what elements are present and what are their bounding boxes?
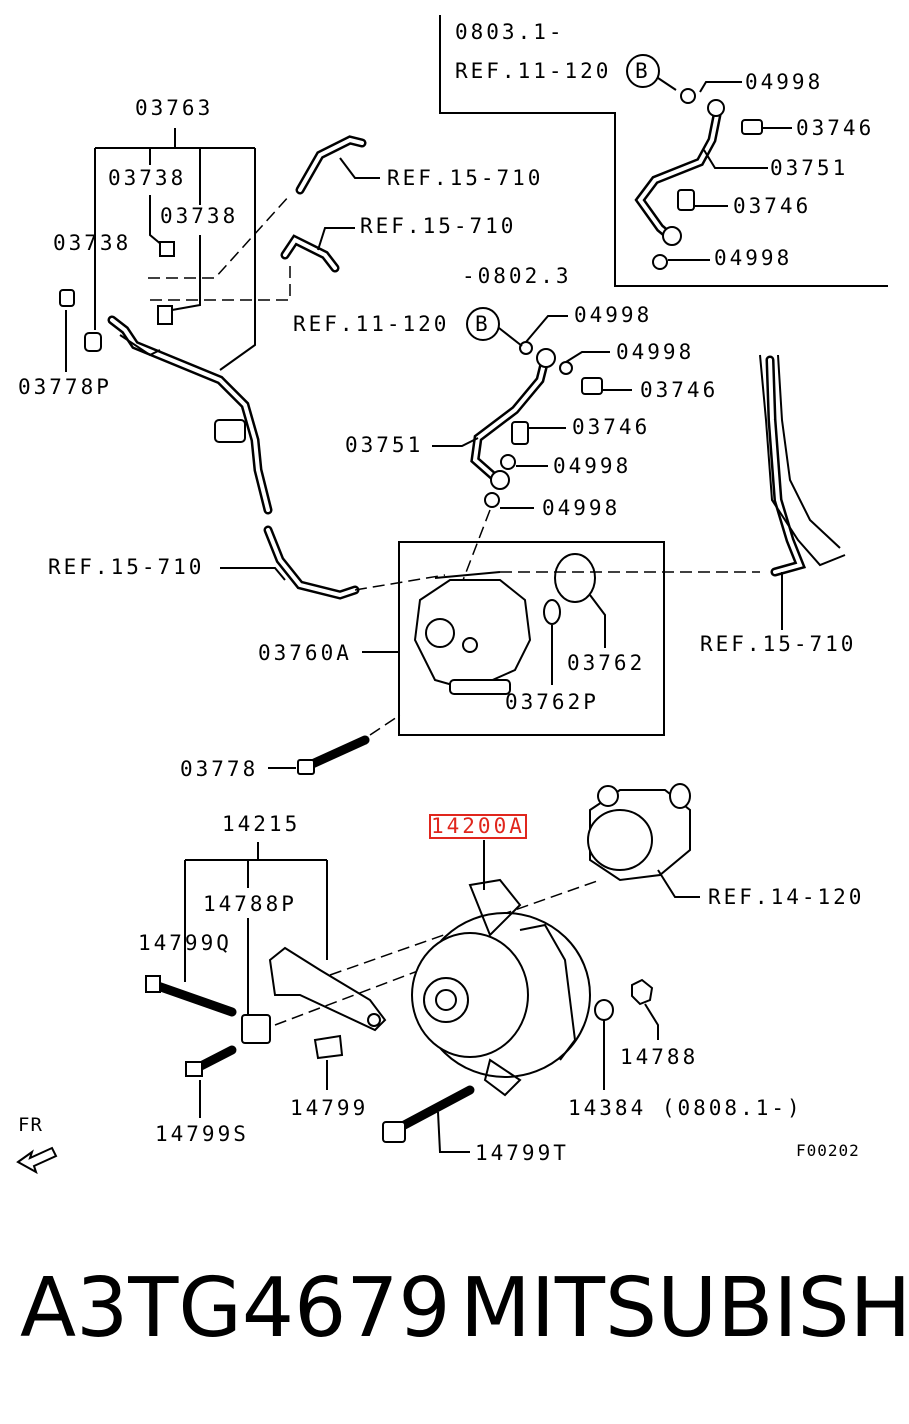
bolt-03738-b (157, 305, 173, 325)
label-ref-15-710-d: REF.15-710 (700, 632, 857, 656)
parts-diagram (16, 15, 888, 1175)
o-ring-03762p (543, 599, 561, 625)
label-14215: 14215 (222, 812, 301, 836)
bolt-14799t (390, 1085, 475, 1135)
circle-b-main-label: B (475, 312, 488, 336)
label-03751-b: 03751 (345, 433, 424, 457)
part-number: A3TG4679 (20, 1261, 451, 1356)
washer-04998-c (519, 341, 533, 355)
bolt-03746-c (581, 377, 603, 395)
label-04998-c: 04998 (574, 303, 653, 327)
label-03738-b: 03738 (160, 204, 239, 228)
circle-b-inset (626, 54, 660, 88)
label-14200a-highlighted: 14200A (429, 814, 527, 839)
label-03763: 03763 (135, 96, 214, 120)
bolt-03738-c (84, 332, 102, 352)
label-03778p: 03778P (18, 375, 112, 399)
label-ref-15-710-c: REF.15-710 (48, 555, 205, 579)
bracket-14788p (268, 946, 387, 1032)
bolt-03746-b (677, 189, 695, 211)
bolt-03778 (305, 735, 370, 770)
circle-b-inset-label: B (635, 59, 648, 83)
washer-04998-a (680, 88, 696, 104)
label-14788: 14788 (620, 1045, 699, 1069)
label-03760a: 03760A (258, 641, 352, 665)
label-ref-14-120: REF.14-120 (708, 885, 865, 909)
label-04998-e: 04998 (553, 454, 632, 478)
water-pipe-03763 (107, 315, 273, 515)
pipe-bracket (214, 419, 246, 443)
washer-14384 (594, 999, 614, 1021)
bolt-03746-a (741, 119, 763, 135)
bolt-03738-a (159, 241, 175, 257)
washer-04998-e (500, 454, 516, 470)
label-04998-d: 04998 (616, 340, 695, 364)
label-03762p: 03762P (505, 690, 599, 714)
banjo-inset-bottom (662, 226, 682, 246)
label-14799t: 14799T (475, 1141, 569, 1165)
label-14788p: 14788P (203, 892, 297, 916)
label-03751-a: 03751 (770, 156, 849, 180)
banjo-bottom (490, 470, 510, 490)
label-14384: 14384 (0808.1-) (568, 1096, 803, 1120)
detail-box-border (398, 541, 665, 736)
label-04998-b: 04998 (714, 246, 793, 270)
block-14788p (241, 1014, 271, 1044)
o-ring-03762 (554, 553, 596, 603)
nut-14788 (631, 978, 654, 1006)
label-03746-b: 03746 (733, 194, 812, 218)
circle-b-main (466, 307, 500, 341)
label-03738-a: 03738 (108, 166, 187, 190)
banjo-top (536, 348, 556, 368)
label-03746-d: 03746 (572, 415, 651, 439)
label-03778: 03778 (180, 757, 259, 781)
bolt-03746-d (511, 421, 529, 445)
vacuum-pump-03760a (413, 579, 532, 692)
label-0802: -0802.3 (462, 264, 572, 288)
label-03738-c: 03738 (53, 231, 132, 255)
label-14799: 14799 (290, 1096, 369, 1120)
label-ref-15-710-b: REF.15-710 (360, 214, 517, 238)
label-ref-11-120-a: REF.11-120 (455, 59, 612, 83)
label-03746-c: 03746 (640, 378, 719, 402)
label-f00202: F00202 (796, 1141, 860, 1160)
label-fr: FR (18, 1114, 43, 1136)
bolt-14799 (313, 1034, 344, 1060)
bolt-14799q (150, 980, 237, 1017)
washer-04998-d (559, 361, 573, 375)
inset-box-border (439, 15, 888, 287)
label-0803: 0803.1- (455, 20, 565, 44)
bolt-03778p (59, 289, 75, 307)
label-03746-a: 03746 (796, 116, 875, 140)
label-ref-11-120-b: REF.11-120 (293, 312, 450, 336)
label-ref-15-710-a: REF.15-710 (387, 166, 544, 190)
label-14799s: 14799S (155, 1122, 249, 1146)
label-04998-a: 04998 (745, 70, 824, 94)
banjo-inset-top (707, 99, 725, 117)
label-14799q: 14799Q (138, 931, 232, 955)
label-04998-f: 04998 (542, 496, 621, 520)
brand-name: MITSUBISHI (460, 1261, 909, 1356)
fr-arrow-icon (16, 1146, 58, 1175)
washer-04998-f (484, 492, 500, 508)
label-03762: 03762 (567, 651, 646, 675)
washer-04998-b (652, 254, 668, 270)
